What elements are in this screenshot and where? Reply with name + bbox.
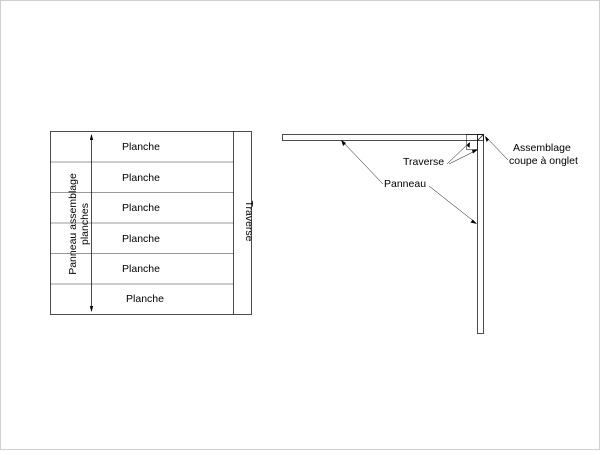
leader-panel-to-vertical <box>428 185 477 224</box>
side-view <box>282 134 509 334</box>
arrowhead-icon <box>466 142 470 148</box>
arrowhead-icon <box>485 136 489 142</box>
side-rail <box>282 134 484 141</box>
plank-labels: Planche Planche Planche Planche Planche … <box>122 141 164 305</box>
front-view <box>50 131 252 315</box>
leader-rail-1 <box>446 142 470 165</box>
joint-label-line2: coupe à onglet <box>509 155 578 167</box>
plank-label-6: Planche <box>126 293 164 305</box>
side-panel-label: Panneau <box>384 178 426 190</box>
joint-label-line1: Assemblage <box>513 142 571 154</box>
mitre-cut-line <box>477 134 484 141</box>
side-panel <box>477 134 484 334</box>
panel-assembly-label-line2: planches <box>79 203 91 245</box>
panel-assembly-label-line1: Panneau assemblage <box>67 173 79 275</box>
arrow-down-icon <box>89 306 94 312</box>
plank-label-1: Planche <box>122 141 160 153</box>
leader-joint <box>485 136 509 161</box>
plank-label-4: Planche <box>122 233 160 245</box>
plank-label-2: Planche <box>122 172 160 184</box>
front-rail-label: Traverse <box>243 200 255 241</box>
arrowhead-icon <box>472 149 478 154</box>
plank-label-3: Planche <box>122 202 160 214</box>
arrowhead-icon <box>341 140 346 146</box>
leader-arrowheads <box>341 136 489 224</box>
leader-rail-2 <box>448 149 478 165</box>
plank-label-5: Planche <box>122 263 160 275</box>
arrowhead-icon <box>470 219 477 224</box>
leader-panel-to-rail <box>341 140 384 185</box>
arrow-up-icon <box>89 134 94 140</box>
side-rail-label: Traverse <box>403 156 444 168</box>
corner-block <box>466 134 478 150</box>
